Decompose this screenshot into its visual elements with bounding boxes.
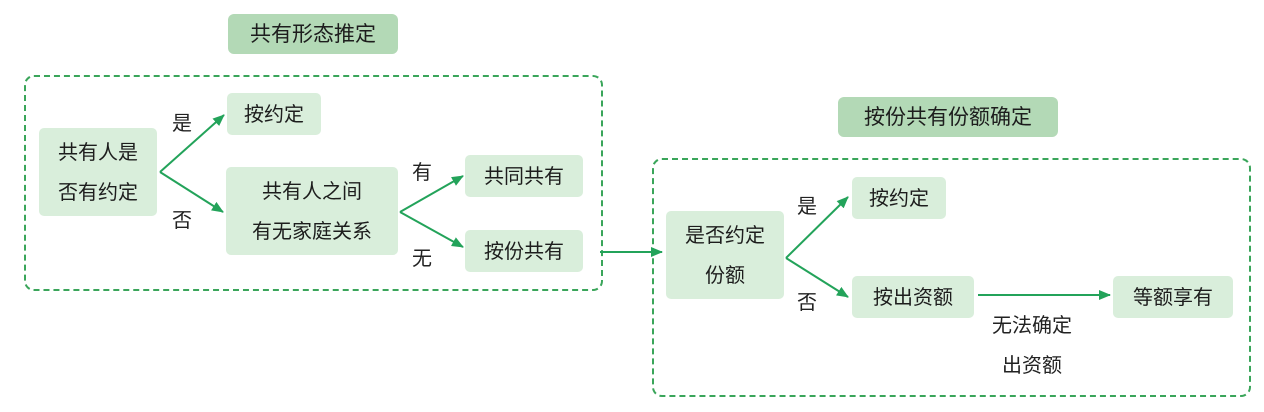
arrow-right-no [785,257,849,298]
label-right-yes: 是 [797,194,817,218]
arrow-no-family [399,211,464,248]
node-right-by-agreement: 按约定 [852,177,946,219]
node-share-agreement: 是否约定 份额 [666,211,784,299]
node-share-agreement-line1: 是否约定 [685,223,765,247]
label-left-yes: 是 [172,111,192,135]
arrow-left-yes [159,114,225,173]
node-joint-ownership: 共同共有 [465,155,583,197]
node-share-ownership: 按份共有 [465,230,583,272]
node-family-relation-line2: 有无家庭关系 [252,219,372,243]
label-no-family: 无 [412,246,432,270]
node-coowner-agreement: 共有人是 否有约定 [39,128,157,216]
left-group-frame [24,75,603,291]
node-family-relation: 共有人之间 有无家庭关系 [226,167,398,255]
note-line2: 出资额 [1002,353,1062,377]
left-section-title: 共有形态推定 [228,14,398,54]
right-section-title: 按份共有份额确定 [838,97,1058,137]
node-coowner-agreement-line1: 共有人是 [58,140,138,164]
arrow-left-no [159,171,224,213]
note-line1: 无法确定 [992,313,1072,337]
node-by-contribution: 按出资额 [852,276,974,318]
node-family-relation-line1: 共有人之间 [262,179,362,203]
label-left-no: 否 [172,208,192,232]
arrow-has-family [399,175,464,213]
right-group-frame [652,158,1251,397]
node-equal-share: 等额享有 [1113,276,1233,318]
note-undeterminable-contribution: 无法确定 出资额 [972,305,1092,385]
node-left-by-agreement: 按约定 [227,93,321,135]
arrow-right-yes [785,196,849,259]
label-has-family: 有 [412,160,432,184]
node-coowner-agreement-line2: 否有约定 [58,180,138,204]
node-share-agreement-line2: 份额 [705,263,745,287]
label-right-no: 否 [797,290,817,314]
